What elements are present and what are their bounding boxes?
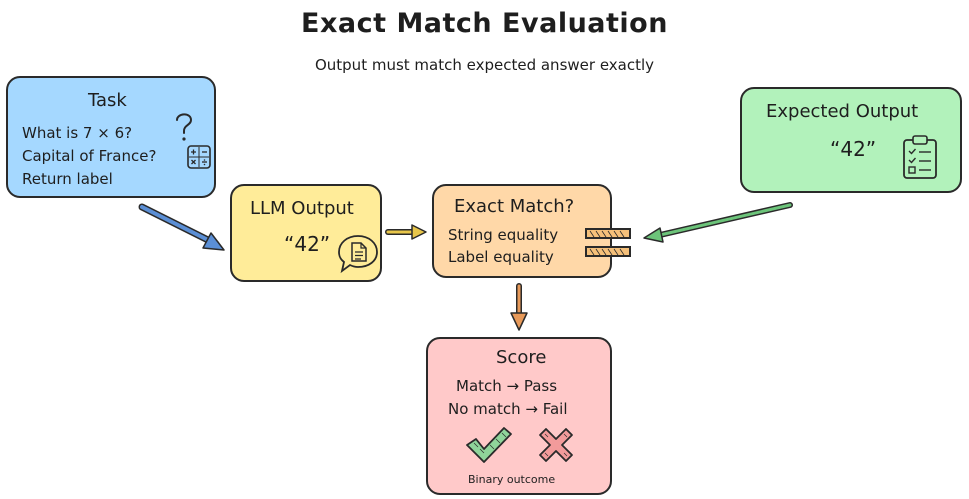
exact-match-line-2: Label equality bbox=[448, 248, 554, 266]
score-title: Score bbox=[496, 347, 547, 368]
exact-match-title: Exact Match? bbox=[454, 196, 575, 217]
task-box: Task What is 7 × 6? Capital of France? R… bbox=[6, 76, 216, 198]
score-line-1: Match → Pass bbox=[456, 377, 558, 395]
diagram-title: Exact Match Evaluation bbox=[301, 8, 668, 39]
task-line-2: Capital of France? bbox=[22, 147, 157, 165]
expected-output-box: Expected Output “42” bbox=[740, 87, 962, 193]
arrow-expected-to-match bbox=[643, 202, 793, 243]
score-box: Score Match → Pass No match → Fail Binar… bbox=[426, 337, 612, 495]
speech-bubble-doc-icon bbox=[338, 235, 378, 274]
expected-output-title: Expected Output bbox=[766, 101, 919, 122]
score-caption: Binary outcome bbox=[468, 473, 556, 486]
llm-output-box: LLM Output “42” bbox=[230, 184, 382, 282]
clipboard-checklist-icon bbox=[903, 135, 937, 179]
question-icon bbox=[176, 113, 193, 141]
task-line-1: What is 7 × 6? bbox=[22, 124, 133, 142]
score-line-2: No match → Fail bbox=[448, 400, 568, 418]
diagram-subtitle: Output must match expected answer exactl… bbox=[314, 56, 655, 74]
checkmark-icon bbox=[466, 427, 512, 463]
expected-output-value: “42” bbox=[830, 137, 877, 161]
llm-output-value: “42” bbox=[284, 232, 331, 256]
task-title: Task bbox=[88, 90, 127, 111]
task-line-3: Return label bbox=[22, 170, 113, 188]
arrow-match-to-score bbox=[510, 283, 528, 331]
llm-output-title: LLM Output bbox=[250, 198, 354, 219]
equals-icon bbox=[585, 228, 631, 257]
exact-match-box: Exact Match? String equality Label equal… bbox=[432, 184, 612, 278]
exact-match-line-1: String equality bbox=[448, 226, 559, 244]
arrow-llm-to-match bbox=[385, 224, 427, 240]
arrow-task-to-llm bbox=[138, 203, 225, 251]
calculator-icon bbox=[187, 145, 211, 169]
cross-icon bbox=[539, 428, 573, 462]
